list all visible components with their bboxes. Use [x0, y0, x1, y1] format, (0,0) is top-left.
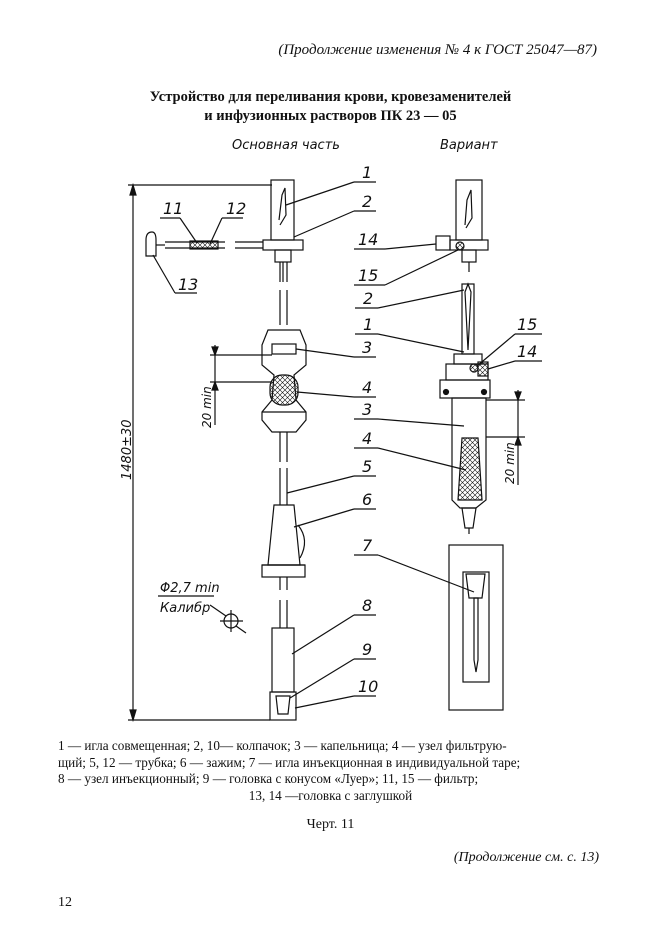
min-dimension-variant: 20 min: [503, 442, 517, 484]
legend-line-1: 1 — игла совмещенная; 2, 10— колпачок; 3…: [58, 738, 507, 753]
callout-13: 13: [178, 275, 198, 294]
callout-12: 12: [226, 199, 246, 218]
callout-10: 10: [358, 677, 378, 696]
variant-assembly: [435, 179, 504, 711]
callout-11: 11: [163, 199, 183, 218]
variant-callout-15: 15: [517, 315, 537, 334]
variant-callout-2: 2: [363, 289, 373, 308]
title-line-1: Устройство для переливания крови, кровез…: [149, 89, 512, 105]
legend-line-3: 8 — узел инъекционный; 9 — головка с кон…: [58, 771, 479, 787]
legend-line-4: 13, 14 —головка с заглушкой: [248, 787, 413, 803]
figure-label: Черт. 11: [306, 817, 355, 832]
length-dimension: 1480±30: [120, 419, 135, 480]
variant-callout-3: 3: [362, 400, 372, 419]
variant-caption: Вариант: [440, 138, 498, 153]
main-assembly: [145, 179, 307, 721]
main-leader-lines: [152, 181, 376, 709]
variant-callout-14-top: 14: [358, 230, 378, 249]
callout-4: 4: [362, 378, 372, 397]
min-dimension-main: 20 min: [200, 386, 214, 428]
gauge-diameter: Φ2,7 min: [160, 581, 220, 596]
callout-8: 8: [362, 596, 372, 615]
callout-6: 6: [362, 490, 372, 509]
main-part-caption: Основная часть: [232, 138, 340, 153]
continuation-footer: (Продолжение см. с. 13): [453, 850, 599, 865]
continuation-header: (Продолжение изменения № 4 к ГОСТ 25047—…: [278, 42, 597, 58]
variant-callout-1: 1: [363, 315, 373, 334]
callout-5: 5: [362, 457, 372, 476]
callout-3: 3: [362, 338, 372, 357]
variant-callout-7: 7: [362, 536, 373, 555]
callout-2: 2: [362, 192, 372, 211]
page-title: Устройство для переливания крови, кровез…: [0, 88, 661, 126]
variant-leader-lines: [354, 243, 542, 593]
page-number: 12: [58, 895, 72, 910]
variant-callout-15-top: 15: [358, 266, 378, 285]
legend: 1 — игла совмещенная; 2, 10— колпачок; 3…: [58, 738, 603, 804]
variant-callout-14: 14: [517, 342, 537, 361]
variant-callout-4: 4: [362, 429, 372, 448]
callout-1: 1: [362, 163, 372, 182]
gauge-label: Калибр: [160, 601, 210, 616]
title-line-2: и инфузионных растворов ПК 23 — 05: [204, 108, 457, 124]
legend-line-2: щий; 5, 12 — трубка; 6 — зажим; 7 — игла…: [58, 754, 521, 770]
callout-9: 9: [362, 640, 372, 659]
